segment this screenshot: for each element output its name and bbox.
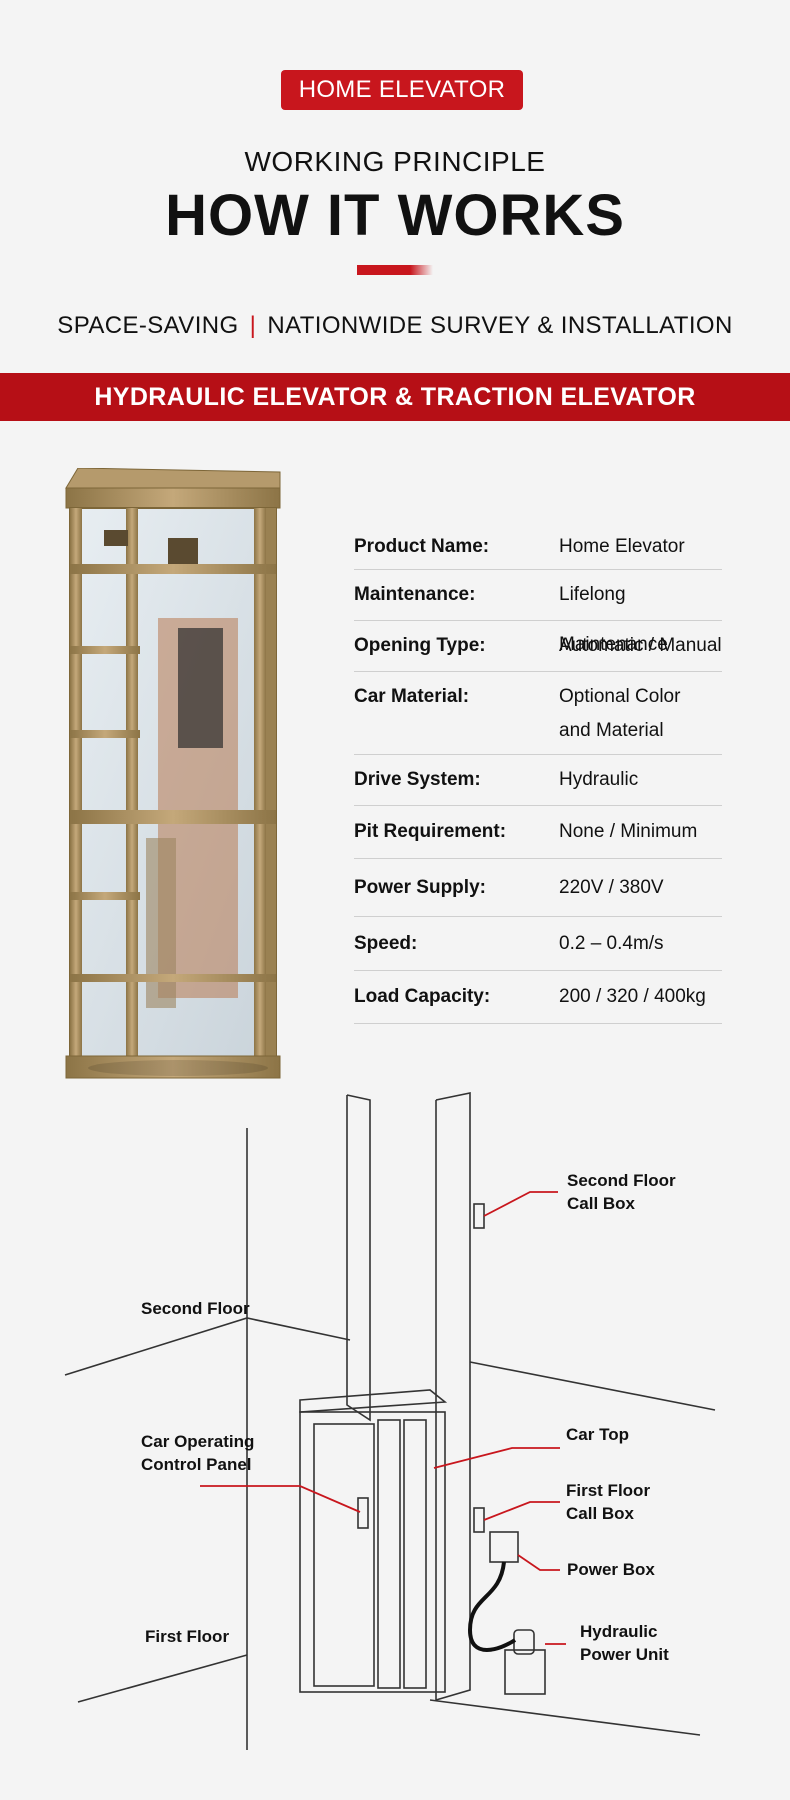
section-subtitle: WORKING PRINCIPLE	[244, 146, 546, 177]
second-floor-right-edge	[469, 1361, 716, 1411]
spec-label: Load Capacity:	[354, 986, 491, 1007]
spec-row-pit-requirement: Pit Requirement: None / Minimum	[354, 806, 722, 859]
spec-value: Lifelong Maintenance	[559, 584, 668, 655]
label-first-floor-call-box: First Floor Call Box	[566, 1481, 651, 1523]
leader-second-floor-call-box	[483, 1191, 558, 1217]
right-rail	[435, 1092, 471, 1701]
spec-label: Pit Requirement:	[354, 821, 507, 842]
label-second-floor: Second Floor	[141, 1299, 250, 1318]
spec-label: Speed:	[354, 933, 418, 954]
car-control-panel	[357, 1497, 369, 1529]
page-title: HOW IT WORKS	[165, 183, 625, 248]
spec-value: Optional Color and Material	[559, 686, 681, 741]
hydraulic-hose	[467, 1561, 517, 1652]
installation-diagram	[64, 1092, 716, 1750]
second-floor-edge	[64, 1317, 351, 1376]
label-second-floor-call-box: Second Floor Call Box	[567, 1171, 676, 1213]
label-first-floor: First Floor	[145, 1627, 230, 1646]
spec-value: Automatic / Manual	[559, 635, 722, 656]
spec-value: 200 / 320 / 400kg	[559, 986, 706, 1007]
first-floor-left-edge	[77, 1654, 248, 1703]
tagline: SPACE-SAVING | NATIONWIDE SURVEY & INSTA…	[0, 312, 790, 340]
car-body	[299, 1411, 446, 1693]
accent-bar	[357, 265, 433, 275]
spec-table: Product Name: Home Elevator Maintenance:…	[354, 525, 722, 1024]
spec-row-car-material: Car Material: Optional Color and Materia…	[354, 672, 722, 755]
spec-value: 0.2 – 0.4m/s	[559, 933, 664, 954]
elevator-product-illustration	[65, 468, 281, 1079]
spec-label: Product Name:	[354, 536, 490, 557]
left-rail	[346, 1094, 371, 1422]
spec-value: None / Minimum	[559, 821, 698, 842]
spec-row-drive-system: Drive System: Hydraulic	[354, 755, 722, 806]
elevator-types-banner: HYDRAULIC ELEVATOR & TRACTION ELEVATOR	[0, 373, 790, 421]
spec-row-load-capacity: Load Capacity: 200 / 320 / 400kg	[354, 971, 722, 1024]
spec-row-power-supply: Power Supply: 220V / 380V	[354, 859, 722, 917]
second-floor-call-box	[473, 1203, 485, 1229]
spec-label: Car Material:	[354, 686, 470, 707]
home-elevator-badge: HOME ELEVATOR	[281, 70, 523, 110]
spec-value: 220V / 380V	[559, 877, 664, 898]
car-top-panel	[299, 1389, 448, 1413]
leader-car-top	[433, 1447, 560, 1469]
car-door-panel	[377, 1419, 401, 1689]
leader-car-operating-panel	[200, 1485, 361, 1513]
spec-value: Hydraulic	[559, 769, 639, 790]
label-car-top: Car Top	[566, 1425, 629, 1444]
spec-row-product-name: Product Name: Home Elevator	[354, 525, 722, 570]
spec-label: Drive System:	[354, 769, 481, 790]
tagline-left: SPACE-SAVING	[57, 312, 239, 339]
leader-power-box	[517, 1554, 560, 1571]
car-door	[313, 1423, 375, 1687]
first-floor-right-edge	[429, 1699, 701, 1736]
hydraulic-base	[504, 1649, 546, 1695]
spec-label: Power Supply:	[354, 877, 486, 898]
first-floor-call-box	[473, 1507, 485, 1533]
spec-row-opening-type: Opening Type: Automatic / Manual	[354, 621, 722, 672]
spec-value: Home Elevator	[559, 536, 685, 557]
leader-first-floor-call-box	[483, 1501, 560, 1521]
spec-label: Maintenance:	[354, 584, 476, 605]
tagline-separator: |	[249, 312, 257, 339]
label-hydraulic-power-unit: Hydraulic Power Unit	[580, 1622, 669, 1664]
spec-row-speed: Speed: 0.2 – 0.4m/s	[354, 917, 722, 971]
car-door-panel-2	[403, 1419, 427, 1689]
spec-label: Opening Type:	[354, 635, 486, 656]
label-power-box: Power Box	[567, 1560, 655, 1579]
power-box	[489, 1531, 519, 1563]
label-car-operating-panel: Car Operating Control Panel	[141, 1432, 255, 1474]
spec-row-maintenance: Maintenance: Lifelong Maintenance	[354, 570, 722, 655]
tagline-right: NATIONWIDE SURVEY & INSTALLATION	[267, 312, 733, 339]
